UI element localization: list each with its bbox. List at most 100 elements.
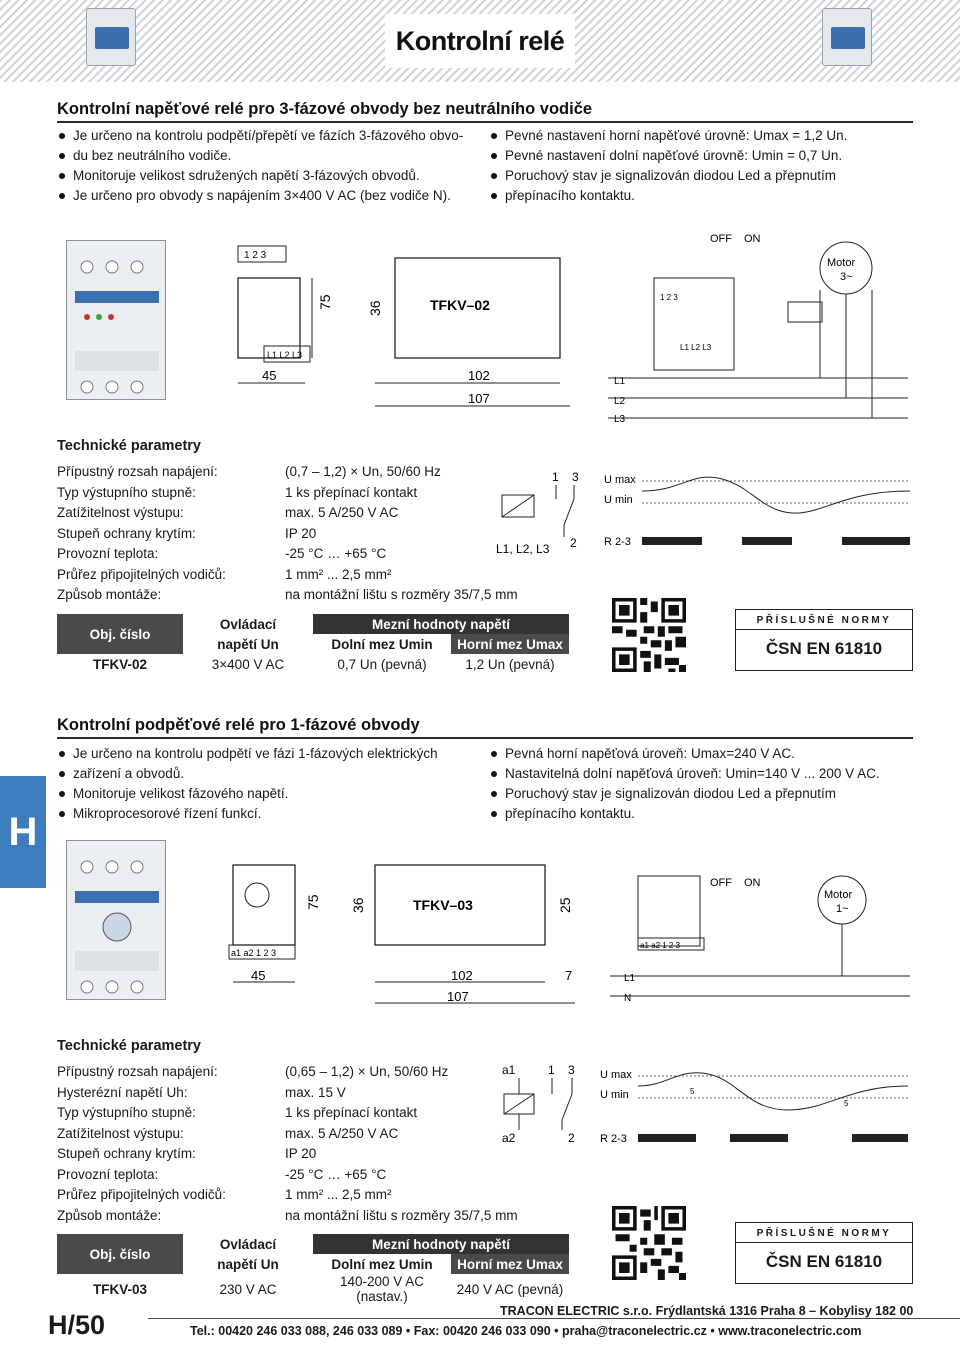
param-value: (0,7 – 1,2) × Un, 50/60 Hz [285, 464, 441, 479]
product-illustration [75, 860, 159, 994]
param-value: 1 mm² ... 2,5 mm² [285, 566, 392, 582]
motor-type: 3~ [840, 271, 853, 283]
param-value: -25 °C … +65 °C [285, 546, 387, 561]
param-value: na montážní lištu s rozměry 35/7,5 mm [285, 1207, 518, 1223]
dim-7: 7 [565, 968, 572, 983]
list-item: zařízení a obvodů. [57, 764, 477, 784]
footer-rule [148, 1318, 960, 1319]
timing-r: R 2-3 [600, 1133, 627, 1145]
qr-code-tfkv03 [612, 1206, 686, 1280]
wiring-bottom-terminals: L1 L2 L3 [680, 343, 712, 352]
contact-3: 3 [568, 1063, 575, 1077]
footer-contacts: Tel.: 00420 246 033 088, 246 033 089 • F… [190, 1324, 862, 1338]
standards-value: ČSN EN 61810 [765, 1252, 883, 1271]
param-value: na montážní lištu s rozměry 35/7,5 mm [285, 587, 518, 602]
product-photo-tfkv02 [66, 240, 166, 400]
standards-value: ČSN EN 61810 [765, 639, 883, 658]
dim-36: 36 [367, 300, 383, 316]
list-item: du bez neutrálního vodiče. [57, 146, 477, 166]
header-product-thumb-left [86, 8, 136, 66]
param-label: Typ výstupního stupně: [57, 484, 196, 500]
wiring-off-label: OFF [710, 233, 732, 245]
dim-45: 45 [262, 368, 276, 383]
section1-params: Přípustný rozsah napájení:(0,7 – 1,2) × … [57, 462, 537, 606]
param-label: Průřez připojitelných vodičů: [57, 566, 226, 582]
timing-diagram-tfkv02: U max U min R 2-3 [604, 474, 911, 548]
contact-1: 1 [548, 1063, 555, 1077]
motor-label: Motor [824, 889, 852, 901]
timing-delay-b: 5 [844, 1099, 849, 1108]
section2-params-title: Technické parametry [57, 1038, 201, 1054]
dim-102: 102 [451, 968, 473, 983]
param-value: IP 20 [285, 1146, 317, 1161]
dim-terminals: a1 a2 1 2 3 [231, 948, 276, 958]
dim-model-label: TFKV–02 [430, 297, 490, 313]
list-item: Mikroprocesorové řízení funkcí. [57, 804, 477, 824]
side-tab: H [0, 776, 46, 888]
dim-102: 102 [468, 368, 490, 383]
dim-bottom-terminals: L1 L2 L3 [267, 350, 302, 360]
standards-box-tfkv03: PŘÍSLUŠNÉ NORMY ČSN EN 61810 [735, 1222, 913, 1284]
timing-umin: U min [604, 494, 633, 506]
wiring-l3: L3 [614, 414, 626, 423]
dim-25: 25 [557, 897, 573, 913]
section1-bullets-right: Pevné nastavení horní napěťové úrovně: U… [489, 126, 909, 206]
timing-umax: U max [600, 1069, 632, 1081]
dim-model-label: TFKV–03 [413, 897, 473, 913]
param-value: -25 °C … +65 °C [285, 1166, 387, 1182]
timing-umin: U min [600, 1089, 629, 1101]
table-cell-high: 240 V AC (pevná) [456, 1281, 564, 1297]
product-photo-tfkv03 [66, 840, 166, 1000]
table-cell-code: TFKV-02 [92, 656, 147, 672]
list-item: Pevné nastavení horní napěťové úrovně: U… [489, 126, 909, 146]
header-product-thumb-right [822, 8, 872, 66]
contact-a1: a1 [502, 1063, 516, 1077]
motor-type: 1~ [836, 903, 849, 915]
param-value: max. 5 A/250 V AC [285, 505, 399, 520]
dim-45: 45 [251, 968, 265, 983]
table-cell-high: 1,2 Un (pevná) [465, 656, 555, 672]
list-item: Je určeno na kontrolu podpětí/přepětí ve… [57, 126, 477, 146]
dim-107: 107 [447, 989, 469, 1004]
product-illustration [75, 260, 159, 394]
param-label: Typ výstupního stupně: [57, 1105, 196, 1120]
section2-title: Kontrolní podpěťové relé pro 1-fázové ob… [57, 716, 420, 734]
param-label: Přípustný rozsah napájení: [57, 1064, 218, 1079]
wiring-on-label: ON [744, 233, 761, 245]
list-item: Pevné nastavení dolní napěťové úrovně: U… [489, 146, 909, 166]
table-header-obj: Obj. číslo [57, 1234, 183, 1274]
table-header-low: Dolní mez Umin [331, 636, 433, 652]
dim-36: 36 [350, 897, 366, 913]
section1-rule [57, 121, 913, 123]
wiring-diagram-tfkv03: OFF ON Motor 1~ a1 a2 1 2 3 L1 N [610, 875, 910, 1004]
param-label: Hysterézní napětí Uh: [57, 1084, 188, 1100]
dimension-drawing-tfkv02: 1 2 3 L1 L2 L3 75 36 TFKV–02 45 102 107 [237, 245, 570, 407]
param-label: Stupeň ochrany krytím: [57, 525, 196, 541]
section1-params-title: Technické parametry [57, 438, 201, 454]
contact-1: 1 [552, 470, 559, 484]
table-header-ctrl1: Ovládací [219, 1236, 277, 1252]
wiring-terminals: a1 a2 1 2 3 [640, 941, 681, 950]
qr-code-tfkv02 [612, 598, 686, 672]
contact-diagram-tfkv03: a1 a2 1 3 2 [502, 1063, 575, 1145]
section2-params: Přípustný rozsah napájení: (0,65 – 1,2) ×… [57, 1062, 537, 1226]
wiring-on-label: ON [744, 877, 761, 889]
wiring-n: N [624, 993, 631, 1004]
page-title-box: Kontrolní relé [385, 14, 575, 68]
table-header-ctrl1: Ovládací [219, 616, 277, 632]
param-value: (0,65 – 1,2) × Un, 50/60 Hz [285, 1064, 449, 1079]
table-cell-low: 140-200 V AC (nastav.) [339, 1274, 425, 1304]
param-value: 1 ks přepínací kontakt [285, 484, 418, 500]
list-item: Je určeno na kontrolu podpětí ve fázi 1-… [57, 744, 477, 764]
list-item: Monitoruje velikost sdružených napětí 3-… [57, 166, 477, 186]
table-header-ctrl2: napětí Un [217, 636, 279, 652]
param-value: 1 ks přepínací kontakt [285, 1105, 418, 1120]
param-value: max. 5 A/250 V AC [285, 1125, 399, 1141]
table-header-ctrl2: napětí Un [217, 1256, 279, 1272]
order-table-tfkv03: Obj. číslo Ovládací Mezní hodnoty napětí… [57, 1234, 569, 1304]
standards-head: PŘÍSLUŠNÉ NORMY [736, 610, 912, 630]
wiring-diagram-tfkv02: OFF ON Motor 3~ 1 2 3 L1 L2 L3 L1 L2 L3 [608, 233, 908, 423]
contact-2: 2 [570, 536, 577, 550]
standards-box-tfkv02: PŘÍSLUŠNÉ NORMY ČSN EN 61810 [735, 609, 913, 671]
table-cell-low: 0,7 Un (pevná) [337, 656, 427, 672]
